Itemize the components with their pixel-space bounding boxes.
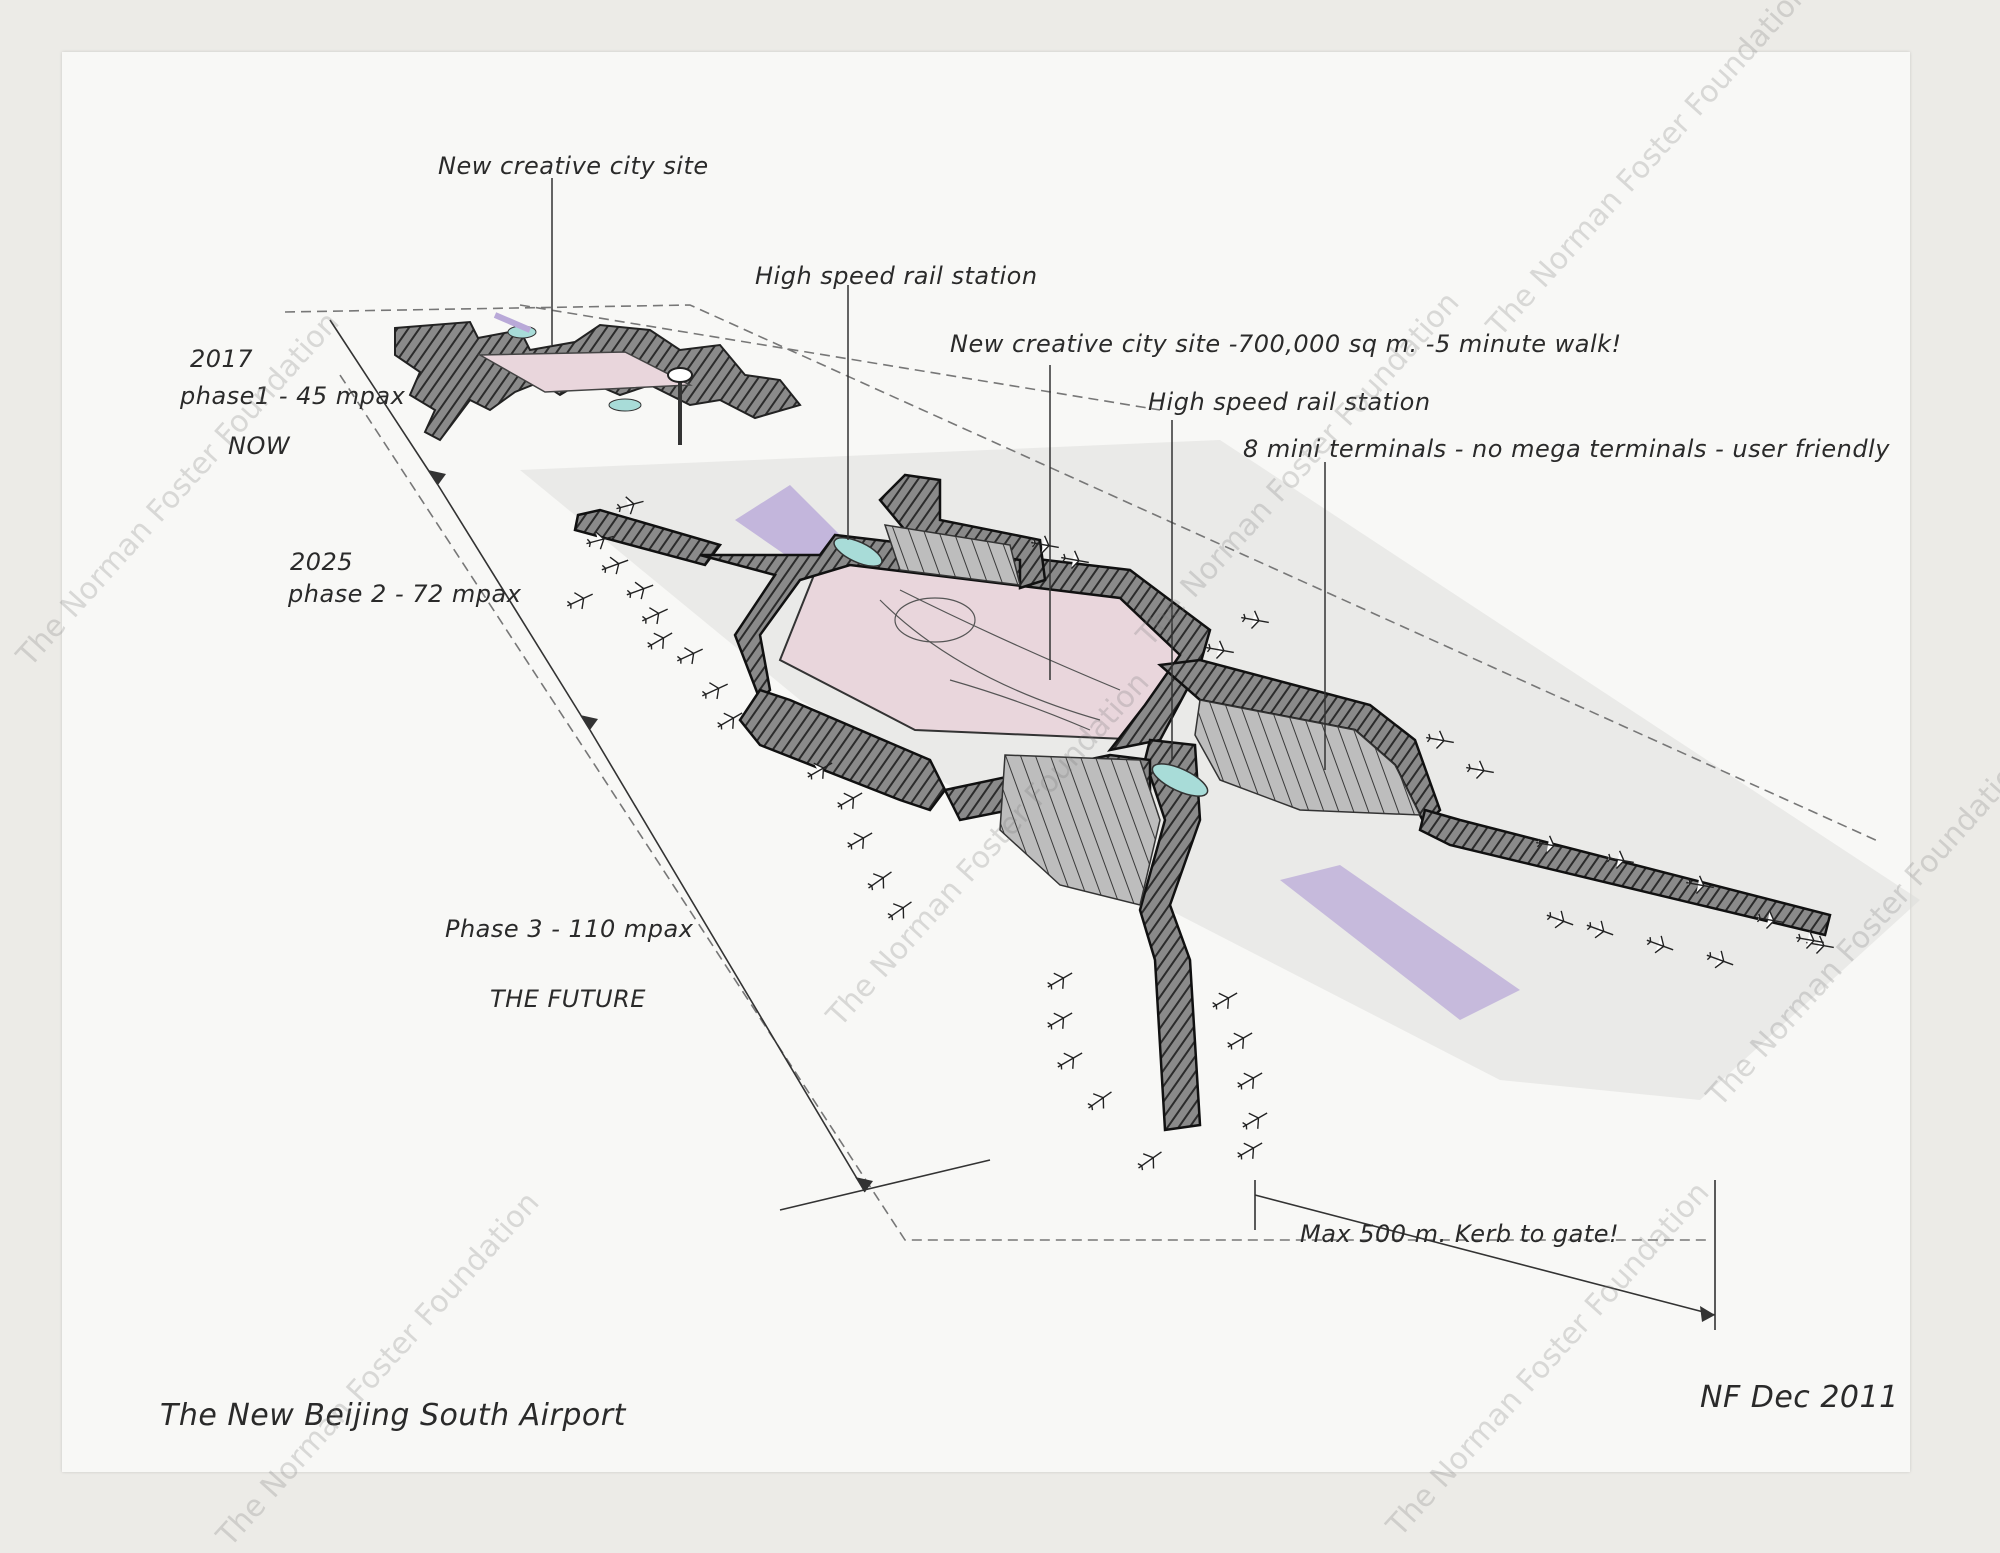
aircraft-icon	[1237, 1142, 1263, 1160]
label-now: NOW	[228, 432, 291, 460]
aircraft-icon	[616, 496, 644, 515]
aircraft-icon	[1646, 935, 1674, 954]
aircraft-icon	[1047, 1012, 1073, 1030]
label-phase1-year: 2017	[190, 345, 254, 373]
aircraft-icon	[887, 901, 912, 921]
paper-sheet	[62, 52, 1910, 1472]
aircraft-icon	[847, 832, 873, 850]
label-phase2-year: 2025	[290, 548, 354, 576]
aircraft-icon	[1586, 920, 1614, 939]
aircraft-icon	[701, 682, 728, 700]
aircraft-icon	[1756, 910, 1784, 929]
site-boundary-lines	[284, 304, 1881, 1241]
label-rail-station-1: High speed rail station	[755, 262, 1038, 290]
phase1-terminal	[394, 312, 802, 445]
label-creative-city-main: New creative city site -700,000 sq m. -5…	[950, 330, 1622, 358]
aircraft-icon	[1242, 1112, 1268, 1130]
aircraft-icon	[601, 556, 629, 575]
train-upper	[833, 537, 883, 567]
aircraft-icon	[676, 647, 703, 665]
aircraft-icon	[1706, 950, 1734, 969]
aircraft-icon	[1546, 910, 1574, 929]
label-future: THE FUTURE	[490, 985, 646, 1013]
aircraft-icon	[1466, 760, 1494, 779]
label-mini-terminals: 8 mini terminals - no mega terminals - u…	[1243, 435, 1890, 463]
label-phase1: phase1 - 45 mpax	[180, 382, 406, 410]
aircraft-icon	[1047, 972, 1073, 990]
aircraft-icon	[1606, 850, 1634, 869]
aircraft-icon	[1227, 1032, 1253, 1050]
label-kerb-distance: Max 500 m. Kerb to gate!	[1300, 1220, 1620, 1248]
aircraft-icon	[1057, 1052, 1083, 1070]
aircraft-icon	[1061, 550, 1089, 569]
aircraft-icon	[1137, 1151, 1162, 1171]
label-rail-station-2: High speed rail station	[1148, 388, 1431, 416]
rail-corridor-lower	[1280, 865, 1520, 1020]
aircraft-icon	[1206, 640, 1234, 659]
aircraft-icon	[641, 607, 668, 625]
aircraft-icon	[1796, 930, 1824, 949]
aircraft-icon	[1237, 1072, 1263, 1090]
label-phase3: Phase 3 - 110 mpax	[445, 915, 694, 943]
drawing-title: The New Beijing South Airport	[160, 1398, 626, 1433]
label-creative-city-top: New creative city site	[438, 152, 709, 180]
main-terminal-piers	[573, 473, 1832, 1132]
aircraft-icon	[1241, 610, 1269, 629]
phase-dimension-lines	[329, 319, 1716, 1330]
aircraft-icon	[867, 871, 892, 891]
signature: NF Dec 2011	[1700, 1380, 1899, 1415]
site-sketch-lines	[879, 589, 1121, 731]
aircraft-icon	[1426, 730, 1454, 749]
aircraft-icon	[1031, 535, 1059, 554]
rail-corridor-upper	[735, 485, 845, 565]
dimension-arrowheads	[428, 470, 1715, 1322]
aircraft-icon	[1087, 1091, 1112, 1111]
aircraft-icon	[1212, 992, 1238, 1010]
train-middle	[1151, 763, 1209, 797]
aircraft-icon	[1536, 835, 1564, 854]
aircraft-icon	[586, 531, 614, 550]
aircraft-group	[566, 496, 1834, 1171]
label-phase2: phase 2 - 72 mpax	[288, 580, 522, 608]
aircraft-icon	[717, 712, 743, 730]
aircraft-icon	[837, 792, 863, 810]
annotation-leader-lines	[551, 178, 1326, 770]
aircraft-icon	[1686, 875, 1714, 894]
aircraft-icon	[807, 762, 833, 780]
aircraft-icon	[626, 581, 654, 600]
terminal-courtyards	[883, 524, 1422, 906]
aircraft-icon	[647, 632, 673, 650]
aircraft-icon	[566, 592, 593, 610]
